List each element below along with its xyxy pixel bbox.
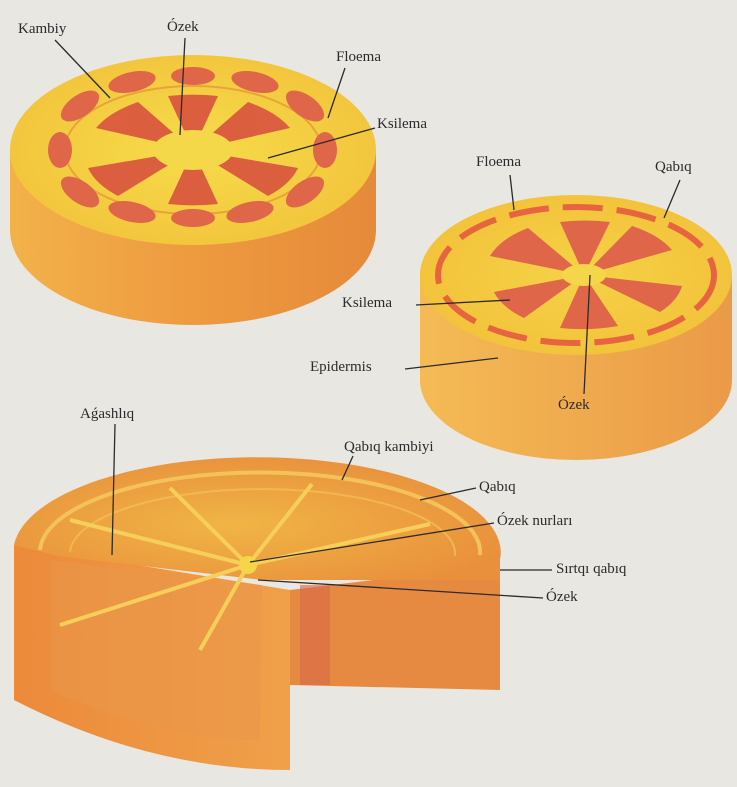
label-top-floema: Floema — [336, 50, 381, 65]
label-right-epidermis: Epidermis — [310, 360, 372, 375]
label-right-floema: Floema — [476, 155, 521, 170]
label-right-qabiq: Qabıq — [655, 160, 692, 175]
label-bottom-sirtqi-qabiq: Sırtqı qabıq — [556, 562, 626, 577]
label-right-ozek: Ózek — [558, 398, 590, 413]
top-stem-cylinder — [10, 55, 376, 325]
label-bottom-ozek: Ózek — [546, 590, 578, 605]
label-bottom-qabiq: Qabıq — [479, 480, 516, 495]
label-bottom-agashliq: Aǵashlıq — [80, 407, 134, 422]
label-bottom-qabiq-kambiyi: Qabıq kambiyi — [344, 440, 434, 455]
label-bottom-ozek-nurlari: Ózek nurları — [497, 514, 572, 529]
label-top-ozek: Ózek — [167, 20, 199, 35]
bottom-stem-log — [14, 457, 501, 770]
label-right-ksilema: Ksilema — [342, 296, 392, 311]
right-stem-cylinder — [420, 195, 732, 460]
label-top-ksilema: Ksilema — [377, 117, 427, 132]
label-top-kambiy: Kambiy — [18, 22, 66, 37]
